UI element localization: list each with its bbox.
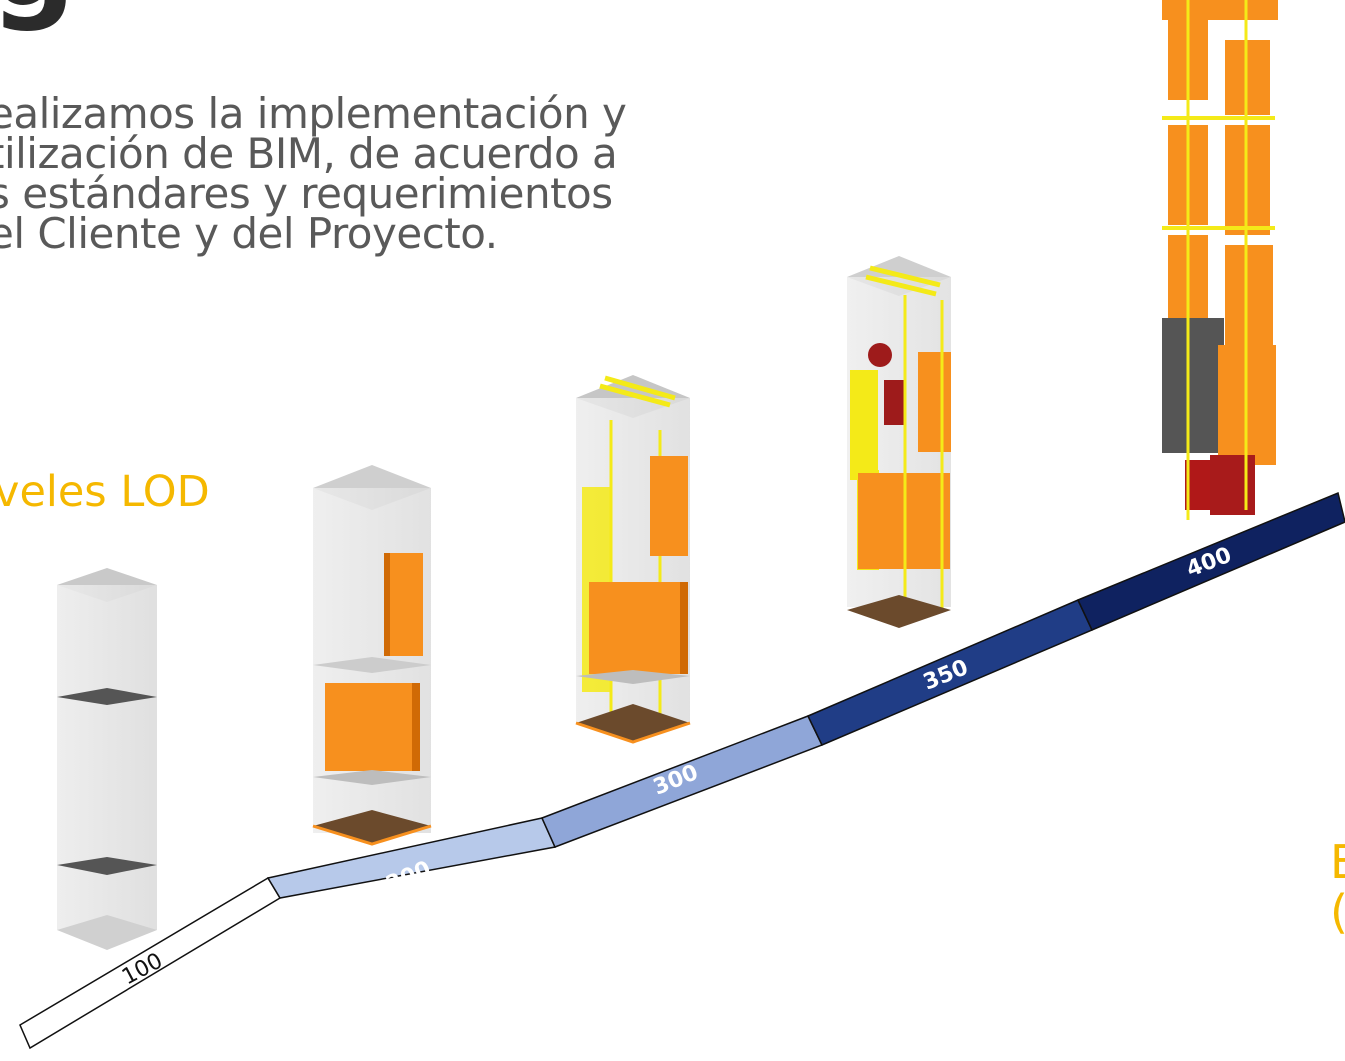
lod-400-model	[1162, 0, 1278, 520]
lod-heading: veles LOD	[0, 467, 210, 517]
intro-line: ealizamos la implementación y	[0, 89, 627, 138]
lod-200-model	[312, 465, 432, 846]
lod-350-model	[847, 256, 951, 628]
lod-300-model	[575, 375, 691, 744]
right-text-fragment: (	[1330, 885, 1345, 939]
lod-band-400	[1076, 491, 1345, 631]
intro-line: tilización de BIM, de acuerdo a	[0, 129, 618, 178]
page-title-fragment: g	[0, 0, 76, 25]
lod-scale-bar: 100 200 300 350 400	[19, 491, 1345, 1050]
intro-line: el Cliente y del Proyecto.	[0, 209, 498, 258]
intro-line: s estándares y requerimientos	[0, 169, 613, 218]
intro-paragraph: ealizamos la implementación y tilización…	[0, 89, 627, 258]
right-text-fragment: E	[1330, 835, 1345, 889]
lod-100-model	[57, 568, 157, 950]
